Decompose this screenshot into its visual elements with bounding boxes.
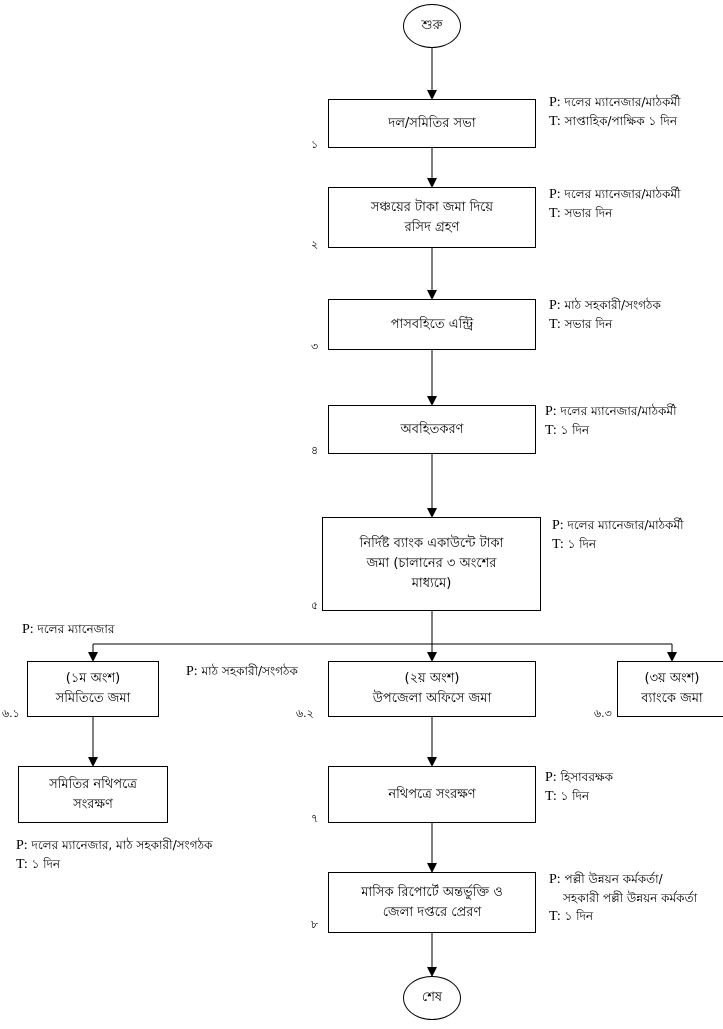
p-label: P: bbox=[549, 187, 561, 202]
p-label: P: bbox=[545, 404, 557, 419]
step2-time: সভার দিন bbox=[564, 206, 613, 220]
part3-box: (৩য় অংশ) ব্যাংকে জমা bbox=[617, 661, 723, 717]
step2-number: ২ bbox=[311, 238, 319, 251]
part2-note: P: মাঠ সহকারী/সংগঠক bbox=[186, 662, 298, 681]
t-label: T: bbox=[549, 114, 561, 129]
step1-person: দলের ম্যানেজার/মাঠকর্মী bbox=[564, 95, 681, 109]
step5-person: দলের ম্যানেজার/মাঠকর্মী bbox=[567, 518, 684, 532]
end-oval: শেষ bbox=[403, 976, 461, 1020]
step5-text-line2: জমা (চালানের ৩ অংশের bbox=[366, 556, 497, 571]
step5-time: ১ দিন bbox=[567, 537, 597, 551]
step8-number: ৮ bbox=[311, 918, 319, 931]
part2-number: ৬.২ bbox=[296, 707, 314, 720]
step5-text-line1: নির্দিষ্ট ব্যাংক একাউন্টে টাকা bbox=[359, 536, 504, 551]
end-label: শেষ bbox=[421, 989, 443, 1005]
part3-number: ৬.৩ bbox=[594, 707, 612, 720]
step4-time: ১ দিন bbox=[560, 423, 590, 437]
p-label: P: bbox=[186, 664, 198, 679]
p-label: P: bbox=[549, 298, 561, 313]
step1-number: ১ bbox=[311, 138, 319, 151]
start-oval: শুরু bbox=[403, 4, 461, 48]
step3-box: পাসবহিতে এন্ট্রি bbox=[328, 299, 536, 350]
part1-number: ৬.১ bbox=[2, 707, 20, 720]
part3-text-line1: (৩য় অংশ) bbox=[644, 671, 700, 686]
step5-box: নির্দিষ্ট ব্যাংক একাউন্টে টাকা জমা (চালা… bbox=[322, 517, 541, 611]
t-label: T: bbox=[549, 909, 561, 924]
step2-text-line2: রসিদ গ্রহণ bbox=[404, 219, 460, 235]
step1-note: P: দলের ম্যানেজার/মাঠকর্মী T: সাপ্তাহিক/… bbox=[549, 93, 681, 131]
part3-text-line2: ব্যাংকে জমা bbox=[641, 691, 703, 706]
p-label: P: bbox=[549, 95, 561, 110]
left-record-note: P: দলের ম্যানেজার, মাঠ সহকারী/সংগঠক T: ১… bbox=[16, 836, 212, 874]
step3-text: পাসবহিতে এন্ট্রি bbox=[390, 316, 474, 332]
part2-box: (২য় অংশ) উপজেলা অফিসে জমা bbox=[328, 661, 536, 717]
step7-text: নথিপত্রে সংরক্ষণ bbox=[388, 786, 476, 802]
step1-text: দল/সমিতির সভা bbox=[388, 115, 476, 131]
step8-note: P: পল্লী উন্নয়ন কর্মকর্তা/ সহকারী পল্লী… bbox=[549, 870, 697, 926]
step2-note: P: দলের ম্যানেজার/মাঠকর্মী T: সভার দিন bbox=[549, 185, 681, 223]
part1-box: (১ম অংশ) সমিতিতে জমা bbox=[27, 661, 159, 717]
t-label: T: bbox=[16, 857, 28, 872]
step4-box: অবহিতকরণ bbox=[328, 405, 536, 454]
left-record-box: সমিতির নথিপত্রে সংরক্ষণ bbox=[18, 766, 168, 823]
step2-text-line1: সঞ্চয়ের টাকা জমা দিয়ে bbox=[370, 199, 494, 215]
step7-person: হিসাবরক্ষক bbox=[560, 770, 614, 784]
step8-person-line2: সহকারী পল্লী উন্নয়ন কর্মকর্তা bbox=[563, 891, 698, 905]
step1-box: দল/সমিতির সভা bbox=[328, 99, 536, 148]
part2-text-line1: (২য় অংশ) bbox=[404, 671, 460, 686]
step4-text: অবহিতকরণ bbox=[400, 421, 464, 437]
step3-number: ৩ bbox=[311, 340, 319, 353]
p-label: P: bbox=[16, 838, 28, 853]
step4-number: ৪ bbox=[311, 444, 319, 457]
start-label: শুরু bbox=[421, 17, 443, 33]
step7-box: নথিপত্রে সংরক্ষণ bbox=[328, 766, 536, 823]
step4-note: P: দলের ম্যানেজার/মাঠকর্মী T: ১ দিন bbox=[545, 402, 677, 440]
step3-time: সভার দিন bbox=[564, 317, 613, 331]
step5-text-line3: মাধ্যমে) bbox=[411, 576, 452, 591]
step5-note: P: দলের ম্যানেজার/মাঠকর্মী T: ১ দিন bbox=[552, 516, 684, 554]
step3-person: মাঠ সহকারী/সংগঠক bbox=[564, 298, 661, 312]
p-label: P: bbox=[552, 518, 564, 533]
part2-text-line2: উপজেলা অফিসে জমা bbox=[372, 691, 492, 706]
t-label: T: bbox=[549, 317, 561, 332]
part1-note: P: দলের ম্যানেজার bbox=[22, 620, 114, 639]
t-label: T: bbox=[552, 537, 564, 552]
part2-person: মাঠ সহকারী/সংগঠক bbox=[201, 664, 298, 678]
t-label: T: bbox=[545, 423, 557, 438]
left-record-text-line2: সংরক্ষণ bbox=[73, 796, 113, 812]
step8-text-line1: মাসিক রিপোর্টে অন্তর্ভুক্তি ও bbox=[361, 884, 503, 900]
step8-person-line1: পল্লী উন্নয়ন কর্মকর্তা/ bbox=[564, 872, 663, 886]
step8-box: মাসিক রিপোর্টে অন্তর্ভুক্তি ও জেলা দপ্তর… bbox=[328, 872, 536, 933]
step4-person: দলের ম্যানেজার/মাঠকর্মী bbox=[560, 404, 677, 418]
step5-number: ৫ bbox=[311, 599, 319, 612]
left-record-text-line1: সমিতির নথিপত্রে bbox=[49, 776, 137, 792]
part1-text-line1: (১ম অংশ) bbox=[65, 671, 121, 686]
step1-time: সাপ্তাহিক/পাক্ষিক ১ দিন bbox=[564, 114, 677, 128]
p-label: P: bbox=[549, 872, 561, 887]
t-label: T: bbox=[545, 789, 557, 804]
step2-box: সঞ্চয়ের টাকা জমা দিয়ে রসিদ গ্রহণ bbox=[328, 187, 536, 248]
part1-person: দলের ম্যানেজার bbox=[37, 622, 115, 636]
step3-note: P: মাঠ সহকারী/সংগঠক T: সভার দিন bbox=[549, 296, 661, 334]
step2-person: দলের ম্যানেজার/মাঠকর্মী bbox=[564, 187, 681, 201]
step8-text-line2: জেলা দপ্তরে প্রেরণ bbox=[382, 904, 482, 920]
t-label: T: bbox=[549, 206, 561, 221]
part1-text-line2: সমিতিতে জমা bbox=[55, 691, 131, 706]
p-label: P: bbox=[545, 770, 557, 785]
left-record-person: দলের ম্যানেজার, মাঠ সহকারী/সংগঠক bbox=[31, 838, 213, 852]
step7-time: ১ দিন bbox=[560, 789, 590, 803]
step7-number: ৭ bbox=[311, 812, 319, 825]
step8-time: ১ দিন bbox=[564, 909, 594, 923]
step7-note: P: হিসাবরক্ষক T: ১ দিন bbox=[545, 768, 613, 806]
p-label: P: bbox=[22, 622, 34, 637]
left-record-time: ১ দিন bbox=[31, 857, 61, 871]
